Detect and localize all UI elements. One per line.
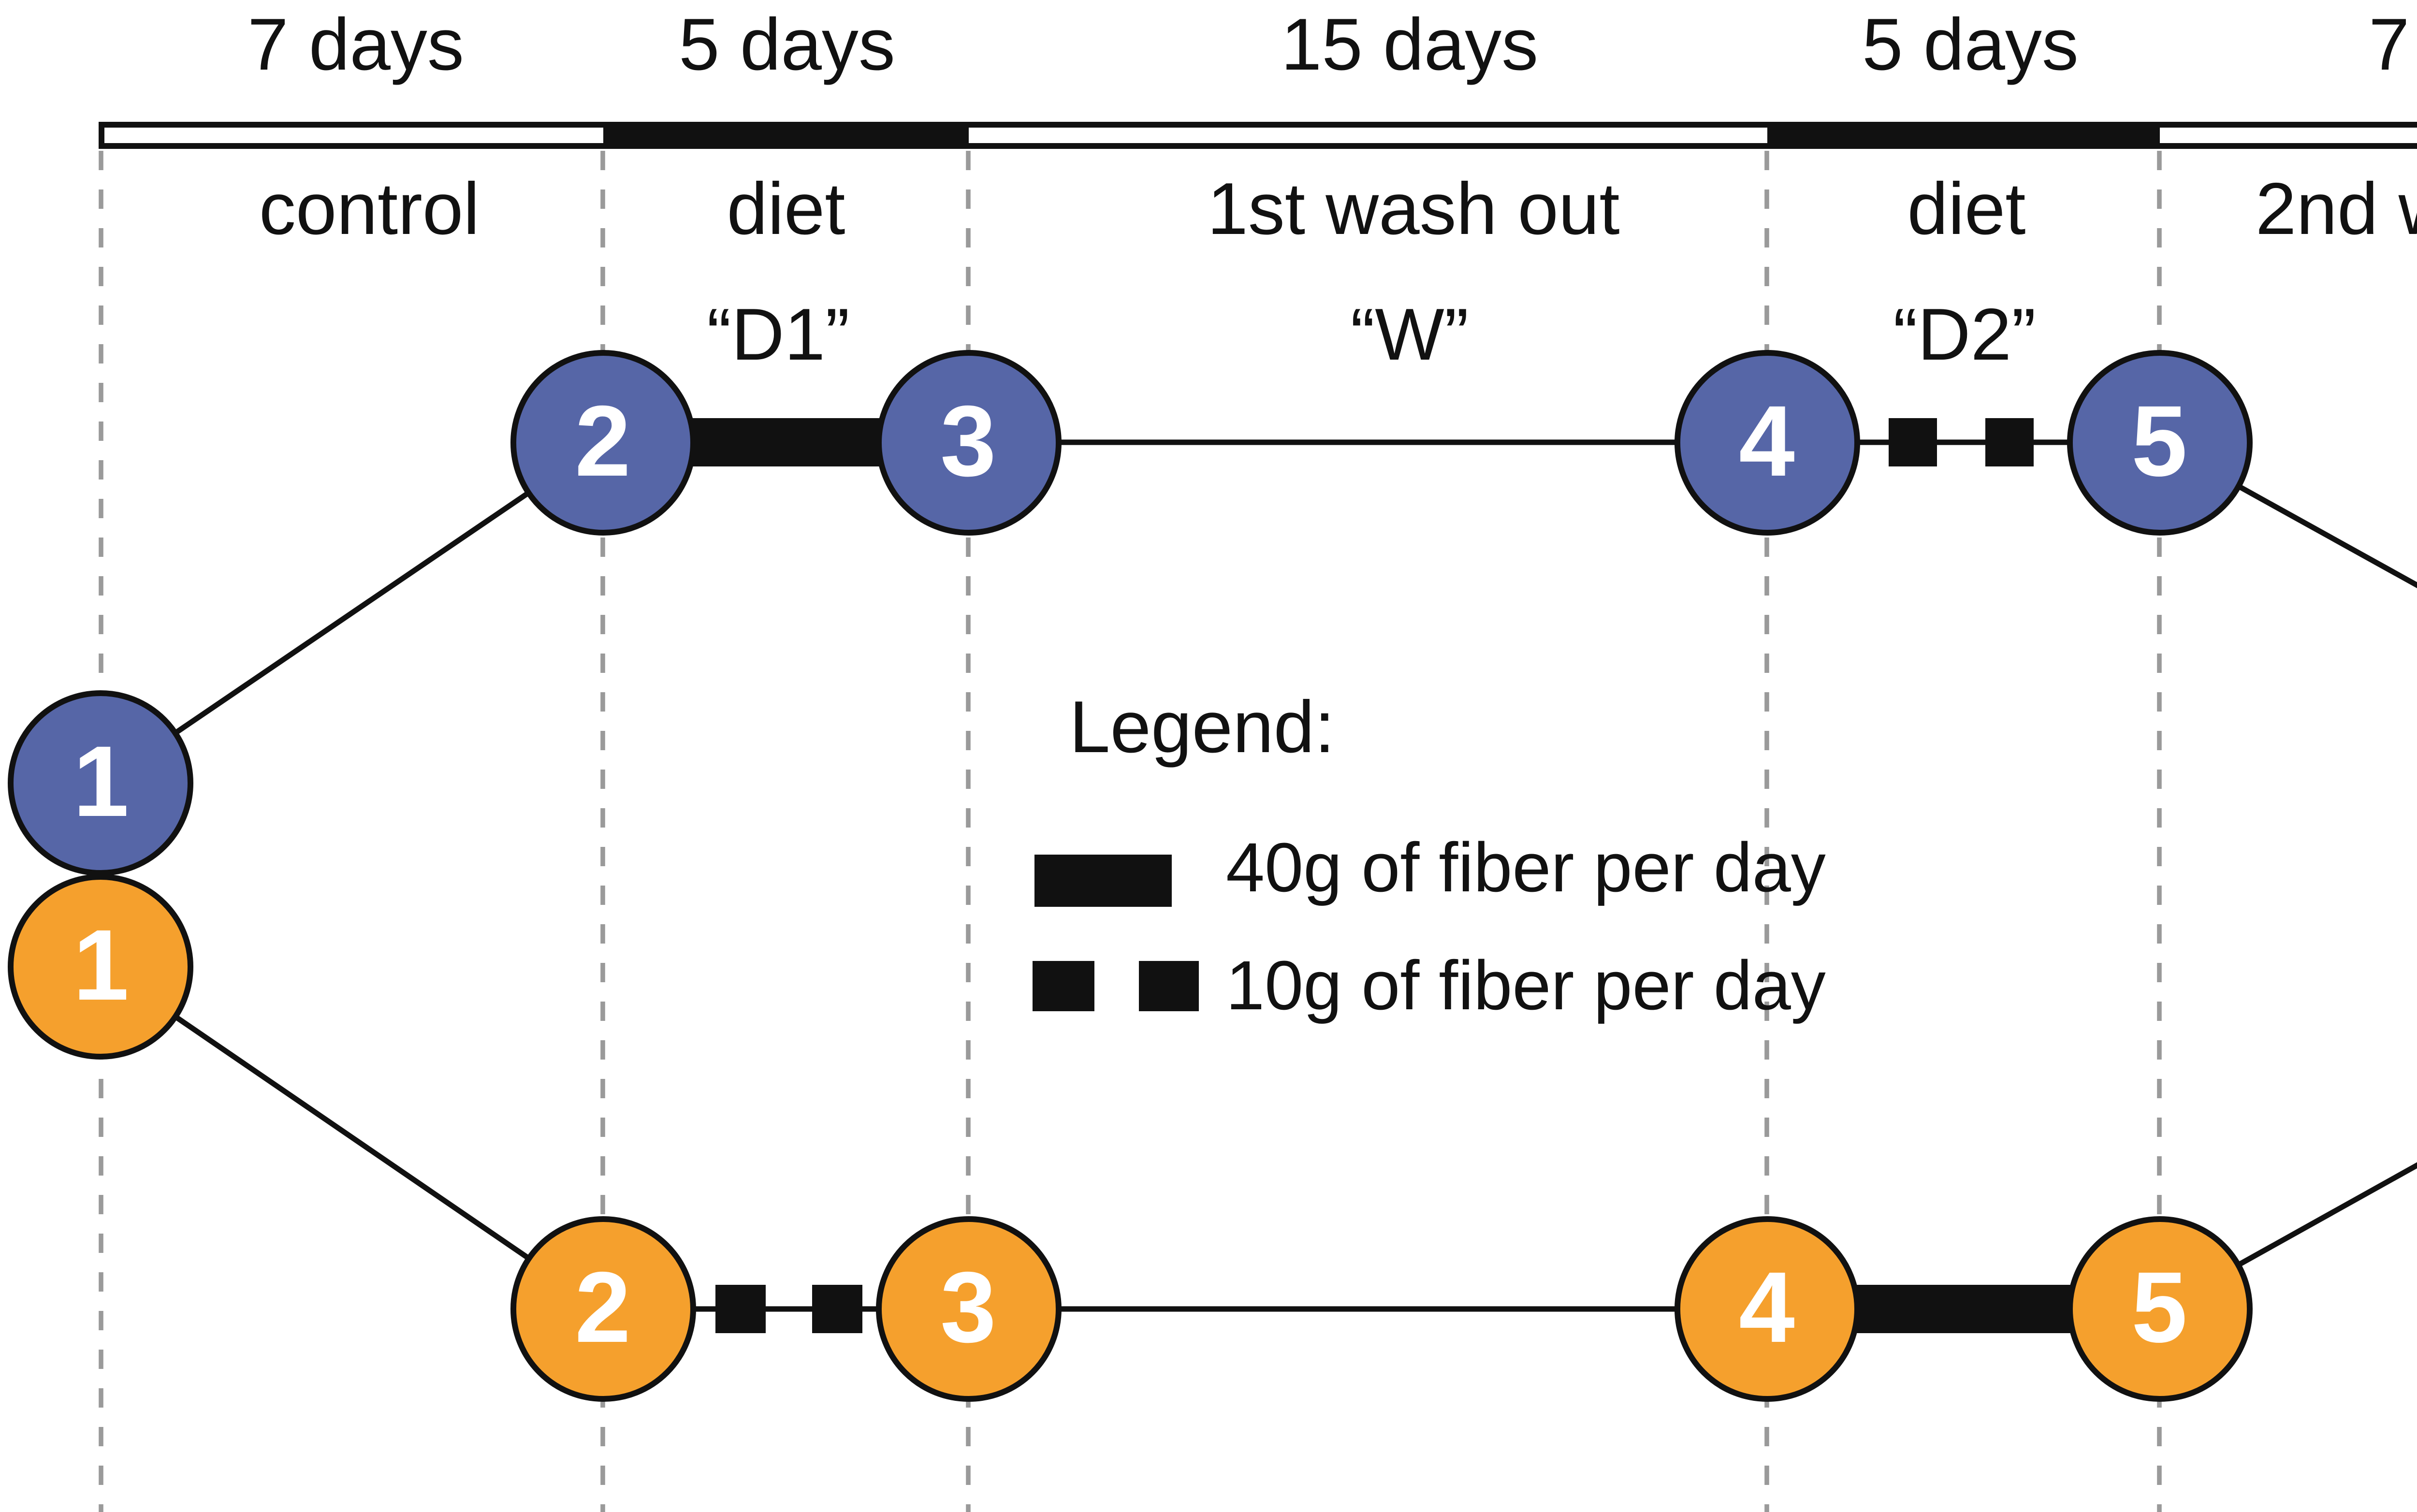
code-label-w: “W” [1350, 296, 1469, 377]
legend-item-10g: 10g of fiber per day [1226, 945, 1826, 1025]
thick-bar-blue-2-3 [688, 418, 883, 466]
phase-label-diet-2: diet [1907, 170, 2026, 251]
thick-bar-orange-4-5 [1852, 1285, 2074, 1333]
node-blue-5: 5 [2067, 349, 2252, 535]
node-blue-4: 4 [1674, 349, 1860, 535]
connector-blue-5-6 [2158, 440, 2417, 589]
duration-label-2: 15 days [1281, 6, 1539, 87]
node-orange-1: 1 [8, 873, 194, 1059]
node-orange-5: 5 [2067, 1216, 2252, 1402]
node-blue-5-number: 5 [2131, 386, 2187, 498]
node-orange-5-number: 5 [2131, 1253, 2187, 1365]
legend-title: Legend: [1069, 688, 1335, 770]
connector-orange-1-2 [99, 963, 605, 1311]
node-orange-1-number: 1 [73, 910, 129, 1022]
connector-orange-5-6 [2158, 1162, 2417, 1311]
node-orange-2-number: 2 [575, 1253, 631, 1365]
dashed-squares-swatch-1 [1033, 961, 1094, 1010]
dash-square-blue-2 [1985, 418, 2034, 466]
code-label-d1: “D1” [707, 296, 850, 377]
dash-square-blue-1 [1889, 418, 1937, 466]
dash-square-orange-2 [812, 1285, 862, 1333]
node-blue-1-number: 1 [73, 727, 129, 840]
node-orange-2: 2 [510, 1216, 696, 1402]
phase-label-diet-1: diet [727, 170, 845, 251]
dashed-squares-swatch-2 [1139, 961, 1199, 1010]
diet-segment-d2 [1767, 122, 2159, 149]
diet-segment-d1 [603, 122, 968, 149]
node-orange-3: 3 [875, 1216, 1061, 1402]
node-blue-3-number: 3 [940, 386, 996, 498]
solid-bar-swatch [1034, 854, 1172, 907]
legend-item-40g: 40g of fiber per day [1226, 828, 1826, 907]
node-blue-3: 3 [875, 349, 1061, 535]
duration-label-4: 7 days [2369, 6, 2417, 87]
connector-blue-1-2 [99, 440, 605, 786]
node-orange-4: 4 [1674, 1216, 1860, 1402]
node-orange-3-number: 3 [940, 1253, 996, 1365]
phase-label-control: control [259, 170, 480, 251]
dash-square-orange-1 [715, 1285, 766, 1333]
code-label-d2: “D2” [1893, 296, 2036, 377]
duration-label-0: 7 days [248, 6, 464, 87]
node-blue-2: 2 [510, 349, 696, 535]
node-blue-4-number: 4 [1739, 386, 1795, 498]
phase-label-2nd-wash-out: 2nd wash out [2255, 170, 2417, 251]
duration-label-1: 5 days [679, 6, 895, 87]
duration-label-3: 5 days [1862, 6, 2079, 87]
phase-label-1st-wash-out: 1st wash out [1207, 170, 1620, 251]
node-blue-1: 1 [8, 691, 194, 876]
node-blue-2-number: 2 [575, 386, 631, 498]
node-orange-4-number: 4 [1739, 1253, 1795, 1365]
